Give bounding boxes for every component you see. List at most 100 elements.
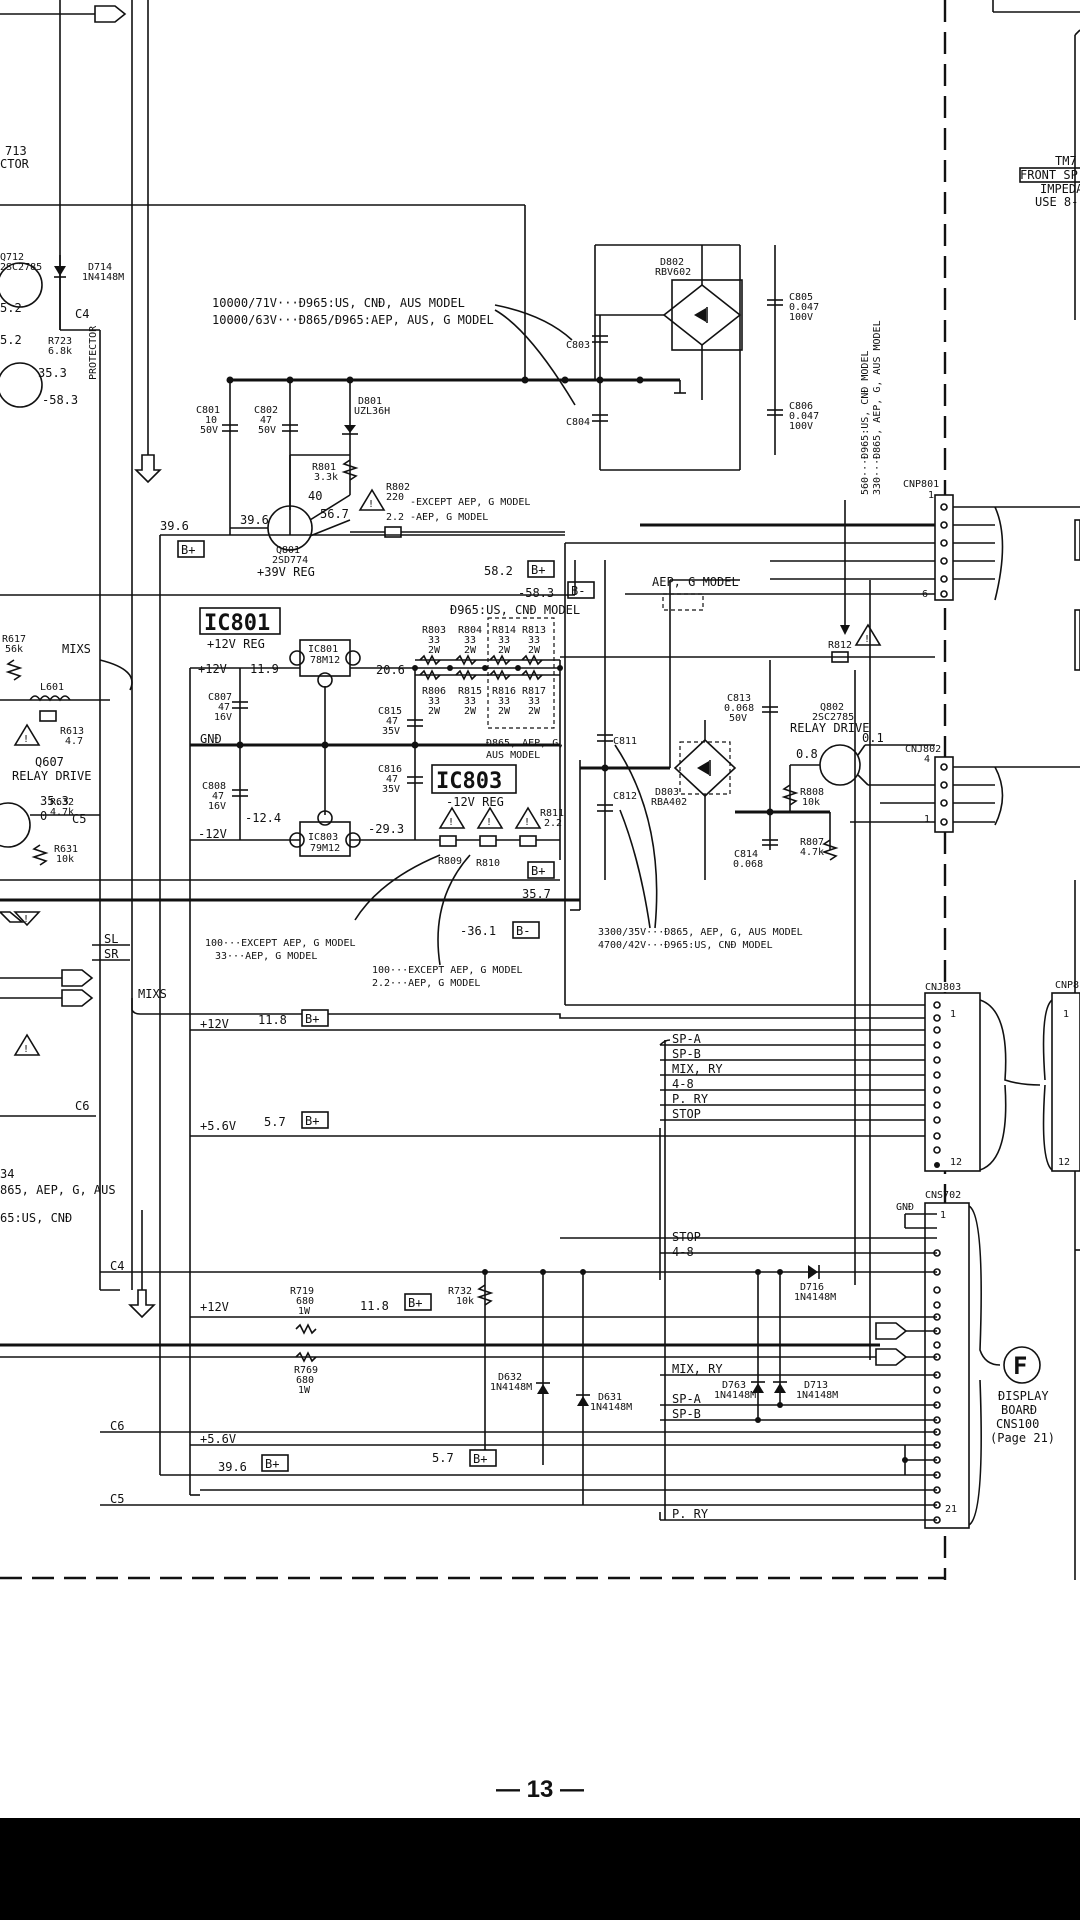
svg-text:B+: B+ xyxy=(305,1114,319,1128)
d713-part: 1N4148M xyxy=(796,1390,838,1401)
r802-value-b: 2.2 xyxy=(386,512,404,523)
c813-voltage: 50V xyxy=(729,713,747,724)
cnj802-connector: CNJ802 4 1 xyxy=(850,744,1080,833)
svg-text:R811: R811 xyxy=(540,808,564,819)
warning-icon xyxy=(358,488,386,511)
svg-text:B+: B+ xyxy=(408,1296,422,1310)
c811-note-1: 3300/35V···Ð865, AEP, G, AUS MODEL xyxy=(598,927,803,938)
signal-mixs-a: MIXS xyxy=(62,642,91,656)
r732-value: 10k xyxy=(456,1296,474,1307)
d632-part: 1N4148M xyxy=(490,1382,532,1393)
v0: 0 xyxy=(40,809,47,823)
rail-m12v: -12V xyxy=(198,827,227,841)
arrow-right-icon xyxy=(61,989,94,1007)
svg-text:33: 33 xyxy=(464,696,476,707)
arrow-right-icon xyxy=(875,1348,908,1366)
r723-name: R723 xyxy=(48,336,72,347)
svg-text:33: 33 xyxy=(464,635,476,646)
l601-name: L601 xyxy=(40,682,64,693)
r732-name: R732 xyxy=(448,1286,472,1297)
svg-text:B-: B- xyxy=(516,924,530,938)
cnj803-signal-0: SP-A xyxy=(672,1032,702,1046)
c804-name: C804 xyxy=(566,417,590,428)
c802-name: C802 xyxy=(254,405,278,416)
cnj803-name: CNJ803 xyxy=(925,982,961,993)
svg-text:!: ! xyxy=(864,634,870,645)
left-58-3: -58.3 xyxy=(42,393,78,407)
svg-text:!: ! xyxy=(23,914,29,925)
arrow-right-icon xyxy=(875,1322,908,1340)
top-left-note-2: CTOR xyxy=(0,157,30,171)
left-note-3: 65:US, CNÐ xyxy=(0,1211,72,1225)
r810-note-2: 2.2···AEP, G MODEL xyxy=(372,978,480,989)
r809-r811-section: ! ! ! R811 2.2 R809 R810 B+ 35.7 -36.1 B… xyxy=(0,760,581,989)
d632-name: D632 xyxy=(498,1372,522,1383)
svg-text:B-: B- xyxy=(571,584,585,598)
q712-transistor xyxy=(0,262,43,308)
rail-p12v-b: +12V xyxy=(200,1017,229,1031)
v39-6-a: 39.6 xyxy=(240,513,269,527)
d714-name: D714 xyxy=(88,262,112,273)
ic803-title: IC803 xyxy=(436,769,502,794)
v0-8: 0.8 xyxy=(796,747,818,761)
cns702-connector: CNS702 GNÐ 1 21 STOP 4-8 C4 D716 1N4148M… xyxy=(0,535,1001,1529)
v35-3: 35.3 xyxy=(40,794,69,808)
vm58-3: -58.3 xyxy=(518,586,554,600)
d865-note-2: AUS MODEL xyxy=(486,750,540,761)
c816-name: C816 xyxy=(378,764,402,775)
arrow-down-icon xyxy=(128,1289,156,1319)
r808-value: 10k xyxy=(802,797,820,808)
v39-6-bottom: 39.6 xyxy=(218,1460,247,1474)
page-number: — 13 — xyxy=(495,1776,585,1803)
cnp8-name: CNP8 xyxy=(1055,980,1079,991)
tm-3: IMPEDA xyxy=(1040,182,1080,196)
d803-name: D803 xyxy=(655,787,679,798)
c803-note: 10000/71V···Ð965:US, CNÐ, AUS MODEL 1000… xyxy=(212,296,576,406)
c816-voltage: 35V xyxy=(382,784,400,795)
svg-text:2.2: 2.2 xyxy=(544,818,562,829)
svg-text:R804: R804 xyxy=(458,625,482,636)
c803-values-1: 10000/71V···Ð965:US, CNÐ, AUS MODEL xyxy=(212,296,465,310)
svg-text:1: 1 xyxy=(940,1210,946,1221)
arrow-right-icon xyxy=(61,969,94,987)
q802-part: 2SC2785 xyxy=(812,712,854,723)
cnp801-name: CNP801 xyxy=(903,479,939,490)
vm29-3: -29.3 xyxy=(368,822,404,836)
q801-desc: +39V REG xyxy=(257,565,315,579)
svg-text:!: ! xyxy=(23,734,29,745)
relay-drive-section: C811 C812 D803 RBA402 3300/35V···Ð865, A… xyxy=(560,560,935,951)
c801-voltage: 50V xyxy=(200,425,218,436)
display-board-badge-letter: F xyxy=(1013,1352,1027,1380)
rectifier-d802: D802 RBV602 C803 C804 C805 0.047 100V C8… xyxy=(566,244,883,635)
svg-text:!: ! xyxy=(368,499,374,510)
svg-text:33: 33 xyxy=(528,635,540,646)
svg-text:!: ! xyxy=(448,817,454,828)
v5-7-b: 5.7 xyxy=(432,1451,454,1465)
c807-name: C807 xyxy=(208,692,232,703)
svg-text:2W: 2W xyxy=(428,706,441,717)
v35-7: 35.7 xyxy=(522,887,551,901)
footer-bar xyxy=(0,1818,1080,1920)
svg-text:33: 33 xyxy=(498,635,510,646)
svg-text:2W: 2W xyxy=(464,645,477,656)
c814-name: C814 xyxy=(734,849,758,860)
c808-value: 47 xyxy=(212,791,224,802)
r812-name: R812 xyxy=(828,640,852,651)
v0-1: 0.1 xyxy=(862,731,884,745)
d716-part: 1N4148M xyxy=(794,1292,836,1303)
r812-note-1: 560···Ð965:US, CNÐ MODEL xyxy=(860,351,871,496)
c806-name: C806 xyxy=(789,401,813,412)
cnp8-connector: CNP8 1 12 xyxy=(1042,980,1080,1172)
tm-4: USE 8- xyxy=(1035,195,1078,209)
r807-name: R807 xyxy=(800,837,824,848)
cnj803-pin-first: 1 xyxy=(950,1009,956,1020)
v11-8-a: 11.8 xyxy=(258,1013,287,1027)
cns702-signal-b-0: MIX, RY xyxy=(672,1362,723,1376)
q801-name: Q801 xyxy=(276,545,300,556)
tm7-note: TM7 FRONT SP IMPEDA USE 8- xyxy=(1019,154,1080,209)
c806-value: 0.047 xyxy=(789,411,819,422)
v11-8-b: 11.8 xyxy=(360,1299,389,1313)
board-frame xyxy=(0,0,1080,1580)
svg-text:R803: R803 xyxy=(422,625,446,636)
c814-value: 0.068 xyxy=(733,859,763,870)
